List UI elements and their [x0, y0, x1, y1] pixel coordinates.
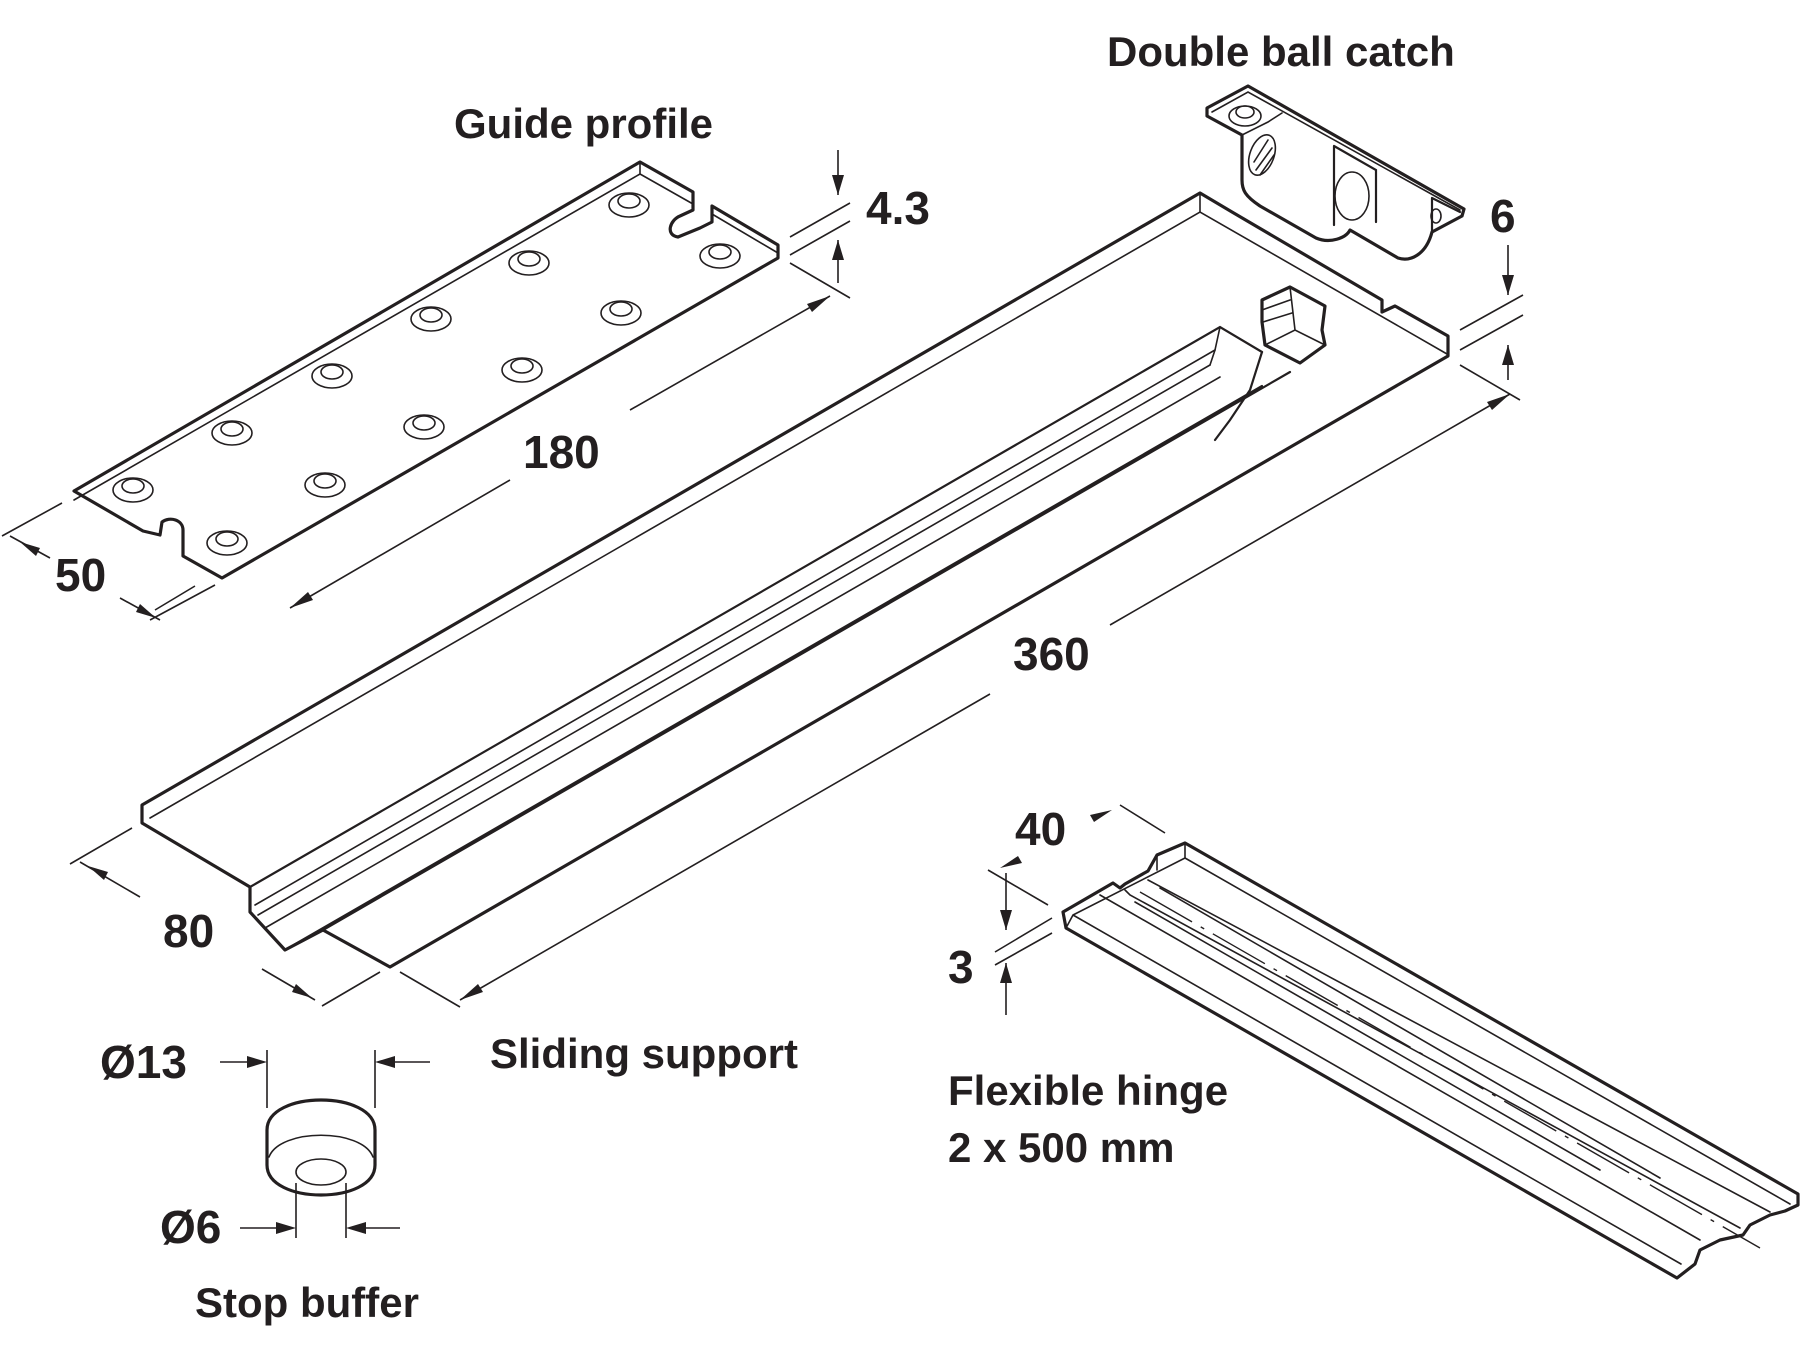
- dim-guide-thickness: 4.3: [866, 182, 930, 234]
- dim-buffer-inner-diameter: Ø6: [160, 1201, 221, 1253]
- flexible-hinge-title: Flexible hinge: [948, 1067, 1228, 1114]
- flexible-hinge-subtitle: 2 x 500 mm: [948, 1124, 1175, 1171]
- guide-profile-holes: [112, 192, 741, 556]
- guide-profile-part: [72, 160, 780, 580]
- dimension-lines: [1, 150, 1524, 1238]
- flexible-hinge-part: [1061, 841, 1800, 1280]
- dim-buffer-outer-diameter: Ø13: [100, 1036, 187, 1088]
- dim-guide-length: 180: [523, 426, 600, 478]
- labels: Guide profile Double ball catch Sliding …: [55, 28, 1516, 1326]
- sliding-support-body: [140, 191, 1450, 969]
- dim-support-length: 360: [1013, 628, 1090, 680]
- dim-ball-catch-height: 6: [1490, 190, 1516, 242]
- dim-hinge-width: 40: [1015, 803, 1066, 855]
- dim-support-width: 80: [163, 905, 214, 957]
- double-ball-catch-title: Double ball catch: [1107, 28, 1455, 75]
- ball-catch-body: [1205, 84, 1466, 261]
- guide-profile-title: Guide profile: [454, 100, 713, 147]
- sliding-support-part: [140, 191, 1450, 969]
- stop-buffer-title: Stop buffer: [195, 1279, 419, 1326]
- sliding-support-title: Sliding support: [490, 1030, 798, 1077]
- stop-buffer-body: [265, 1098, 377, 1197]
- dim-guide-width: 50: [55, 549, 106, 601]
- stop-buffer-part: [265, 1098, 377, 1197]
- guide-profile-plate: [72, 160, 780, 580]
- flexible-hinge-strip: [1061, 841, 1800, 1280]
- dim-hinge-thickness: 3: [948, 941, 974, 993]
- double-ball-catch-part: [1205, 84, 1466, 261]
